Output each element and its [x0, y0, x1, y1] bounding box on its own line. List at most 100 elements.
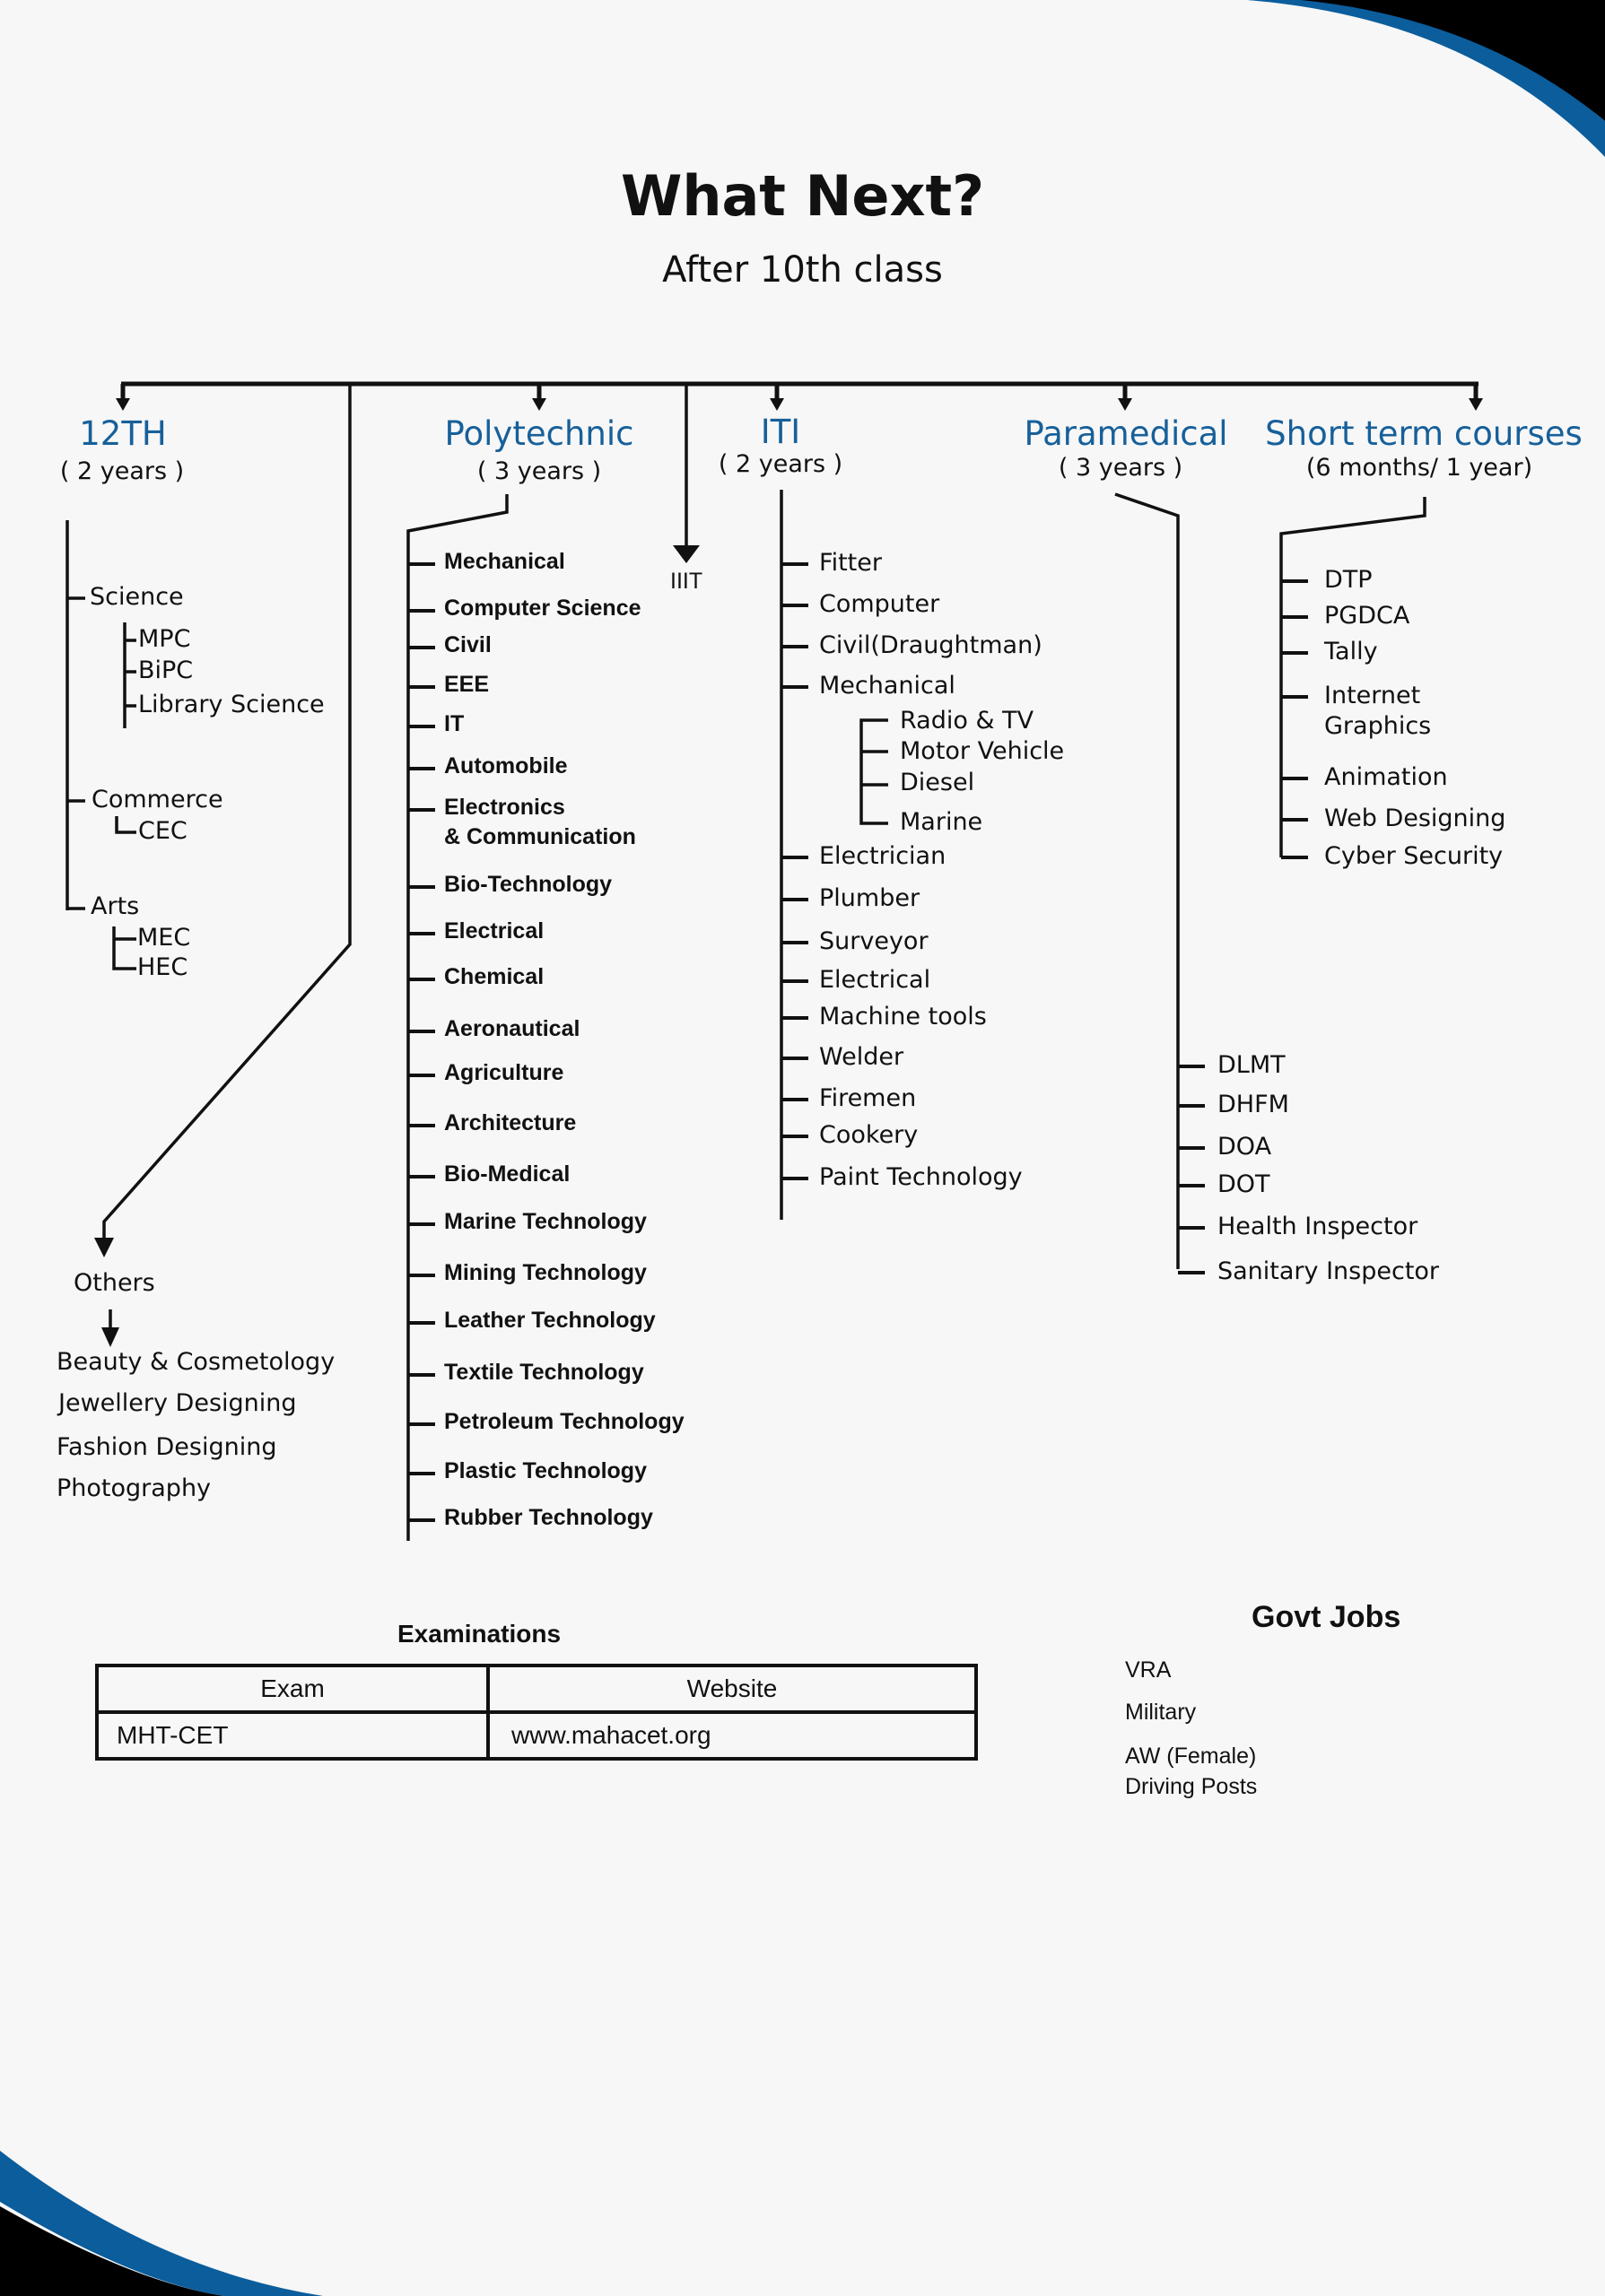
- duration-short-term: (6 months/ 1 year): [1305, 454, 1533, 482]
- list-item: Electrical: [444, 918, 545, 944]
- sub-stream: MEC: [137, 924, 191, 952]
- duration-iti: ( 2 years ): [718, 450, 843, 478]
- duration-paramedical: ( 3 years ): [1058, 454, 1183, 482]
- bottom-left-black-band: [0, 2206, 224, 2296]
- sub-list-item: Motor Vehicle: [900, 737, 1065, 765]
- list-item: Mechanical: [819, 672, 955, 700]
- govt-job-item: AW (Female): [1125, 1744, 1257, 1769]
- list-item: Leather Technology: [444, 1308, 656, 1333]
- list-item: Plastic Technology: [444, 1458, 647, 1483]
- list-item: Rubber Technology: [444, 1505, 653, 1530]
- list-item: Bio-Technology: [444, 872, 613, 897]
- heading-paramedical: Paramedical: [1024, 414, 1228, 453]
- iti-mechanical-subtrunk: [859, 718, 888, 825]
- list-item: Web Designing: [1324, 804, 1506, 832]
- duration-polytechnic: ( 3 years ): [476, 457, 602, 485]
- sub-stream: MPC: [138, 625, 191, 653]
- sub-stream: HEC: [137, 953, 188, 981]
- exam-website-cell[interactable]: www.mahacet.org: [486, 1710, 978, 1761]
- list-item: Automobile: [444, 753, 568, 778]
- list-item: Electrical: [819, 966, 931, 994]
- iiit-arrowhead: [673, 545, 700, 563]
- list-item: Surveyor: [819, 927, 929, 955]
- list-item: DTP: [1324, 566, 1373, 594]
- sub-list-item: Diesel: [900, 769, 975, 796]
- govt-job-item: Driving Posts: [1125, 1774, 1258, 1799]
- arrowhead-iti: [770, 398, 784, 411]
- list-item: Fitter: [819, 549, 882, 577]
- others-connector: [102, 384, 352, 1242]
- govt-job-item: VRA: [1125, 1657, 1172, 1683]
- list-item: Machine tools: [819, 1003, 987, 1031]
- list-item: Internet: [1324, 682, 1421, 709]
- list-item: DOA: [1217, 1133, 1272, 1161]
- heading-polytechnic: Polytechnic: [444, 414, 634, 453]
- heading-short-term: Short term courses: [1265, 414, 1583, 453]
- list-item: Mechanical: [444, 549, 565, 574]
- arrowhead-paramedical: [1118, 398, 1132, 411]
- heading-12th: 12TH: [79, 414, 167, 453]
- commerce-subbranch: [115, 816, 136, 834]
- arts-subtrunk: [112, 926, 136, 970]
- top-right-black-band: [1256, 0, 1605, 121]
- list-item: DOT: [1217, 1170, 1270, 1198]
- govt-jobs-title: Govt Jobs: [1252, 1600, 1401, 1634]
- top-right-blue-band: [1247, 0, 1605, 157]
- list-item: Welder: [819, 1043, 904, 1071]
- table-row: MHT-CET www.mahacet.org: [95, 1710, 978, 1761]
- page-subtitle: After 10th class: [662, 249, 943, 291]
- others-item: Beauty & Cosmetology: [57, 1348, 336, 1376]
- others-item: Jewellery Designing: [58, 1389, 297, 1417]
- duration-12th: ( 2 years ): [59, 457, 185, 485]
- list-item: Agriculture: [444, 1060, 564, 1085]
- table-header-row: Exam Website: [95, 1664, 978, 1714]
- others-item: Fashion Designing: [57, 1433, 277, 1461]
- list-item: Graphics: [1324, 712, 1432, 740]
- list-item: DLMT: [1217, 1051, 1286, 1079]
- list-item: Marine Technology: [444, 1209, 647, 1234]
- list-item: Electrician: [819, 842, 946, 870]
- sub-stream: BiPC: [138, 657, 194, 684]
- others-label: Others: [74, 1269, 155, 1297]
- list-item: Sanitary Inspector: [1217, 1257, 1440, 1285]
- stream-arts: Arts: [91, 892, 140, 920]
- list-item: Animation: [1324, 763, 1448, 791]
- list-item: & Communication: [444, 824, 636, 849]
- exam-name-cell: MHT-CET: [95, 1710, 490, 1761]
- others-arrowhead: [94, 1238, 114, 1257]
- list-item: IT: [444, 711, 465, 736]
- list-item: Computer: [819, 590, 940, 618]
- column-header-exam: Exam: [95, 1664, 490, 1714]
- list-item: Civil: [444, 632, 492, 657]
- short-term-trunk: [1279, 497, 1426, 857]
- examinations-title: Examinations: [397, 1620, 562, 1648]
- sub-list-item: Radio & TV: [900, 707, 1034, 735]
- list-item: Petroleum Technology: [444, 1409, 685, 1434]
- list-item: Aeronautical: [444, 1016, 580, 1041]
- list-item: Firemen: [819, 1084, 917, 1112]
- bottom-left-blue-band: [0, 2151, 323, 2296]
- others-items-arrowhead: [101, 1327, 119, 1347]
- examinations-table: Exam Website MHT-CET www.mahacet.org: [95, 1664, 978, 1761]
- list-item: Paint Technology: [819, 1163, 1023, 1191]
- column-header-website: Website: [486, 1664, 978, 1714]
- list-item: Cyber Security: [1324, 842, 1504, 870]
- arrowhead-short-term: [1469, 398, 1483, 411]
- others-item: Photography: [57, 1474, 212, 1502]
- sub-stream: Library Science: [138, 691, 325, 718]
- list-item: PGDCA: [1324, 602, 1410, 630]
- list-item: Electronics: [444, 795, 565, 820]
- paramedical-trunk: [1114, 492, 1180, 1269]
- stream-science: Science: [90, 583, 184, 611]
- list-item: Civil(Draughtman): [819, 631, 1042, 659]
- list-item: Tally: [1324, 638, 1378, 665]
- heading-iti: ITI: [760, 413, 801, 451]
- list-item: DHFM: [1217, 1091, 1289, 1118]
- list-item: Plumber: [819, 884, 920, 912]
- list-item: Health Inspector: [1217, 1213, 1418, 1240]
- list-item: Computer Science: [444, 596, 641, 621]
- arrowhead-12th: [116, 398, 130, 411]
- page-title: What Next?: [620, 163, 985, 229]
- list-item: Chemical: [444, 964, 545, 989]
